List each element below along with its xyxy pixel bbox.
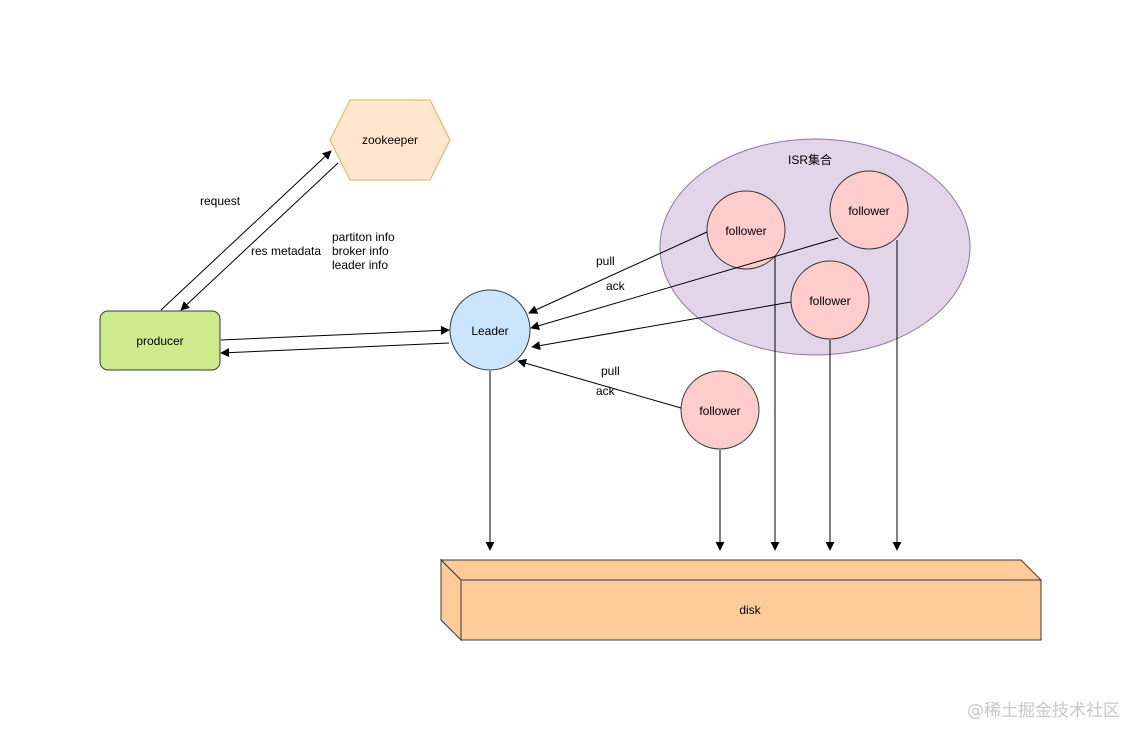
edge-follower1-to-leader <box>528 231 708 314</box>
isr-group-label: ISR集合 <box>788 152 832 167</box>
request-label: request <box>200 194 241 208</box>
metadata-item-1: partiton info <box>332 230 395 244</box>
edge-producer-to-zookeeper <box>160 150 332 311</box>
follower-node-2[interactable] <box>829 170 909 250</box>
metadata-item-2: broker info <box>332 244 389 258</box>
watermark: @稀土掘金技术社区 <box>967 701 1120 721</box>
ack-label-2: ack <box>596 384 616 398</box>
edge-zookeeper-to-producer <box>180 162 339 311</box>
disk-node[interactable] <box>439 558 1043 642</box>
producer-label: producer <box>136 334 183 348</box>
ack-label-1: ack <box>606 279 626 293</box>
leader-node[interactable] <box>449 289 531 371</box>
edge-follower3-to-leader <box>531 301 792 351</box>
follower-label-3: follower <box>809 294 850 308</box>
res-metadata-label: res metadata <box>251 244 321 258</box>
producer-node[interactable] <box>99 310 221 371</box>
metadata-item-3: leader info <box>332 258 388 272</box>
follower-label-1: follower <box>725 224 766 238</box>
follower-label-4: follower <box>699 404 740 418</box>
edge-leader-to-producer <box>220 342 450 358</box>
zookeeper-label: zookeeper <box>362 133 418 147</box>
follower-label-2: follower <box>848 204 889 218</box>
pull-label-1: pull <box>596 254 615 268</box>
edge-follower4-to-leader <box>517 358 682 409</box>
follower-node-4[interactable] <box>680 370 760 450</box>
edge-producer-to-leader <box>220 325 450 341</box>
leader-label: Leader <box>471 324 508 338</box>
disk-top-face <box>439 559 1043 581</box>
disk-label: disk <box>739 603 761 617</box>
pull-label-2: pull <box>601 364 620 378</box>
edge-follower2-to-leader <box>530 237 839 331</box>
zookeeper-node[interactable] <box>329 99 451 181</box>
follower-node-3[interactable] <box>790 260 870 340</box>
follower-node-1[interactable] <box>706 190 786 270</box>
disk-front-face <box>460 579 1042 641</box>
